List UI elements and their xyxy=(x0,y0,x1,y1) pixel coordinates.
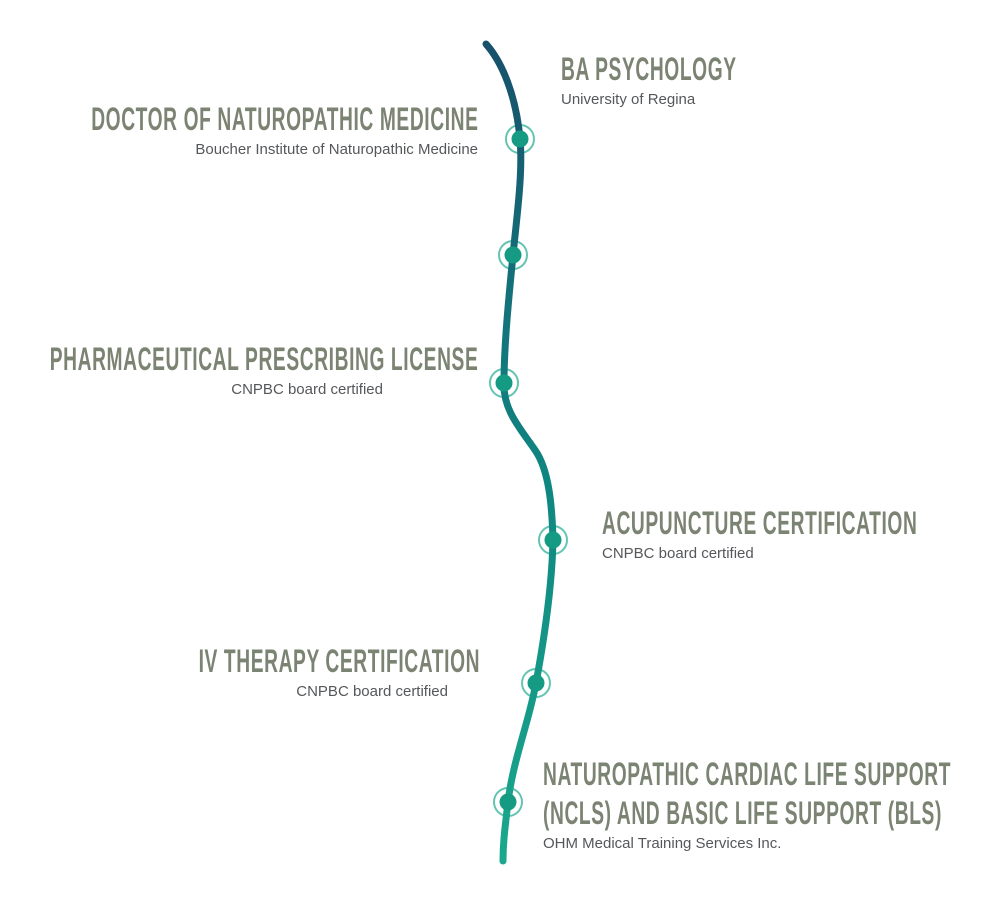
item-subtitle: OHM Medical Training Services Inc. xyxy=(543,835,782,853)
item-subtitle: University of Regina xyxy=(561,91,696,109)
item-title: DOCTOR OF NATUROPATHIC MEDICINE xyxy=(90,101,478,137)
item-title: PHARMACEUTICAL PRESCRIBING LICENSE xyxy=(49,341,478,377)
timeline-item-ncls-bls: NATUROPATHIC CARDIAC LIFE SUPPORT (NCLS)… xyxy=(543,755,1007,854)
node-dot-unlabeled xyxy=(504,246,522,264)
node-dot-ncls-bls xyxy=(499,793,517,811)
timeline-item-acupuncture-certification: ACUPUNCTURE CERTIFICATION CNPBC board ce… xyxy=(602,504,1007,564)
timeline-item-pharmaceutical-prescribing-license: PHARMACEUTICAL PRESCRIBING LICENSE CNPBC… xyxy=(0,340,478,400)
node-dot-ba-psychology xyxy=(511,130,529,148)
node-dot-iv-therapy xyxy=(527,674,545,692)
timeline-item-ba-psychology: BA PSYCHOLOGY University of Regina xyxy=(561,50,1007,110)
item-title: BA PSYCHOLOGY xyxy=(561,51,737,87)
item-title: ACUPUNCTURE CERTIFICATION xyxy=(602,505,918,541)
timeline-node-dots xyxy=(495,130,562,811)
timeline-item-iv-therapy-certification: IV THERAPY CERTIFICATION CNPBC board cer… xyxy=(0,642,480,702)
timeline-curve xyxy=(482,40,557,865)
timeline-item-doctor-of-naturopathic-medicine: DOCTOR OF NATUROPATHIC MEDICINE Boucher … xyxy=(0,100,478,160)
item-title: NATUROPATHIC CARDIAC LIFE SUPPORT (NCLS)… xyxy=(543,756,952,832)
node-dot-acupuncture xyxy=(544,531,562,549)
item-subtitle: CNPBC board certified xyxy=(602,545,754,563)
item-subtitle: Boucher Institute of Naturopathic Medici… xyxy=(195,141,478,159)
item-subtitle: CNPBC board certified xyxy=(231,381,383,399)
item-title: IV THERAPY CERTIFICATION xyxy=(198,643,480,679)
node-dot-pharmaceutical-license xyxy=(495,374,513,392)
item-subtitle: CNPBC board certified xyxy=(296,683,448,701)
